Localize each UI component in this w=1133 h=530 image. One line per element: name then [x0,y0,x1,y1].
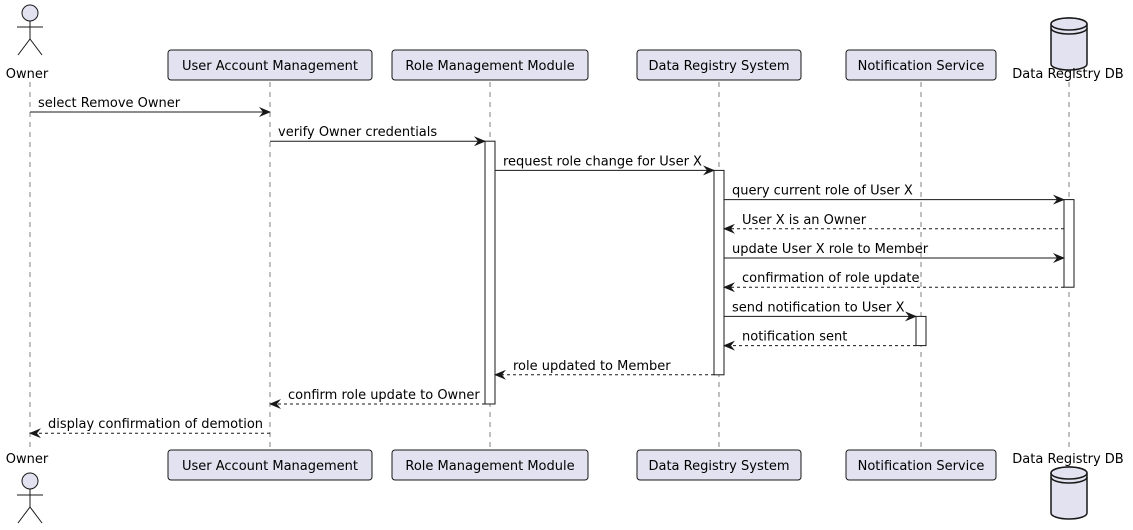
participant-owner-head: Owner [6,4,49,82]
participant-label: Data Registry System [648,459,789,474]
activation-bar-db [1063,199,1075,288]
participant-box [845,49,997,81]
participant-label: Owner [6,452,49,467]
message-5: User X is an Owner [723,213,1064,234]
message-9: notification sent [723,330,916,351]
participant-label: Role Management Module [405,459,574,474]
participant-rmm-foot: Role Management Module [391,449,589,481]
participant-label: User Account Management [182,459,358,474]
actor-icon [17,4,43,56]
activation-bar-drs [713,169,725,376]
participant-box [391,449,589,481]
message-label: notification sent [742,330,847,345]
message-7: confirmation of role update [723,271,1064,293]
message-label: query current role of User X [732,184,913,199]
message-8: send notification to User X [724,300,917,322]
participant-label: Owner [6,67,49,82]
participant-ns-head: Notification Service [845,49,997,81]
participant-drs-head: Data Registry System [636,49,802,81]
participant-box [636,449,802,481]
activation-bar-ns [915,315,927,347]
message-label: request role change for User X [503,154,702,169]
participant-drs-foot: Data Registry System [636,449,802,481]
participant-uam-head: User Account Management [167,49,373,81]
participant-label: User Account Management [182,59,358,74]
message-label: User X is an Owner [742,213,867,228]
participant-box [845,449,997,481]
participant-box [167,49,373,81]
message-12: display confirmation of demotion [29,417,270,439]
message-label: update User X role to Member [732,242,929,257]
message-4: query current role of User X [724,184,1065,205]
participant-uam-foot: User Account Management [167,449,373,481]
message-label: role updated to Member [513,359,671,374]
participant-db-foot: Data Registry DB [1012,452,1124,520]
activation-bars [484,140,1075,405]
message-label: send notification to User X [732,300,905,315]
message-label: select Remove Owner [38,96,181,111]
message-label: display confirmation of demotion [48,417,263,432]
participant-label: Notification Service [858,59,985,74]
message-3: request role change for User X [495,154,715,176]
participant-label: Role Management Module [405,59,574,74]
participant-rmm-head: Role Management Module [391,49,589,81]
message-11: confirm role update to Owner [269,388,485,409]
participant-owner-foot: Owner [6,452,49,524]
participant-label: Data Registry System [648,59,789,74]
participant-db-head: Data Registry DB [1012,17,1124,82]
participant-box [391,49,589,81]
message-6: update User X role to Member [724,242,1065,263]
database-icon [1050,466,1088,520]
participant-ns-foot: Notification Service [845,449,997,481]
participant-label: Notification Service [858,459,985,474]
actor-icon [17,472,43,524]
lifelines [29,82,1070,452]
message-label: verify Owner credentials [278,125,437,140]
message-label: confirmation of role update [742,271,920,286]
participant-label: Data Registry DB [1012,67,1123,82]
message-1: select Remove Owner [30,96,271,117]
participant-box [636,49,802,81]
messages: select Remove Owner verify Owner credenti… [29,96,1065,439]
activation-bar-rmm [484,140,496,405]
message-10: role updated to Member [494,359,714,380]
message-2: verify Owner credentials [270,125,486,147]
database-icon [1050,17,1088,71]
participant-label: Data Registry DB [1012,452,1123,467]
participant-box [167,449,373,481]
message-label: confirm role update to Owner [288,388,480,403]
